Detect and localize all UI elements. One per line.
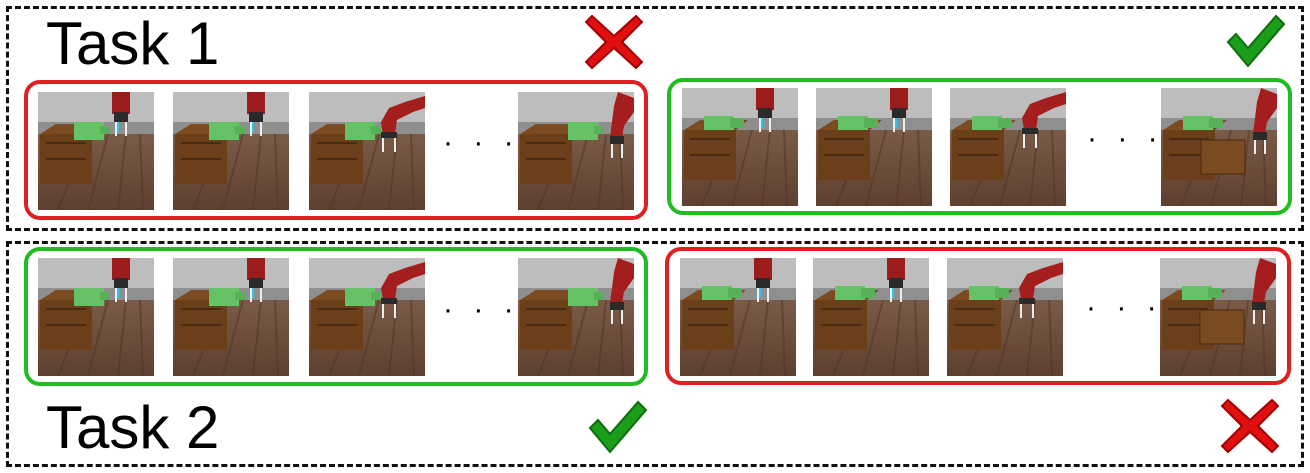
task-1-title: Task 1 <box>46 10 220 77</box>
robot-frame-approach <box>813 258 929 376</box>
task-1-panel <box>6 6 1304 231</box>
robot-frame-open-drawer <box>1161 88 1277 206</box>
task-2-success-sequence <box>24 247 648 386</box>
robot-frame-reach <box>309 92 425 210</box>
ellipsis: · · · <box>443 293 520 326</box>
robot-frame-push-green-block <box>518 258 634 376</box>
task-1-failure-sequence <box>24 80 648 220</box>
task-2-failure-sequence <box>665 247 1291 385</box>
robot-frame-reach <box>309 258 425 376</box>
robot-frame-approach <box>173 92 289 210</box>
robot-frame-reach <box>947 258 1063 376</box>
cross-icon <box>1218 394 1282 458</box>
robot-frame-open-drawer <box>1160 258 1276 376</box>
robot-frame-approach <box>682 88 798 206</box>
robot-frame-approach <box>38 92 154 210</box>
check-icon <box>584 394 648 458</box>
robot-frame-approach <box>680 258 796 376</box>
robot-frame-push-green-block <box>518 92 634 210</box>
task-2-title: Task 2 <box>46 394 220 461</box>
ellipsis: · · · <box>1087 122 1164 155</box>
ellipsis: · · · <box>443 126 520 159</box>
check-icon <box>1222 8 1286 72</box>
robot-frame-approach <box>816 88 932 206</box>
cross-icon <box>582 10 646 74</box>
robot-frame-approach <box>38 258 154 376</box>
robot-frame-reach <box>950 88 1066 206</box>
ellipsis: · · · <box>1086 291 1163 324</box>
robot-frame-approach <box>173 258 289 376</box>
task-1-success-sequence <box>667 78 1292 215</box>
task-2-panel <box>6 241 1304 467</box>
